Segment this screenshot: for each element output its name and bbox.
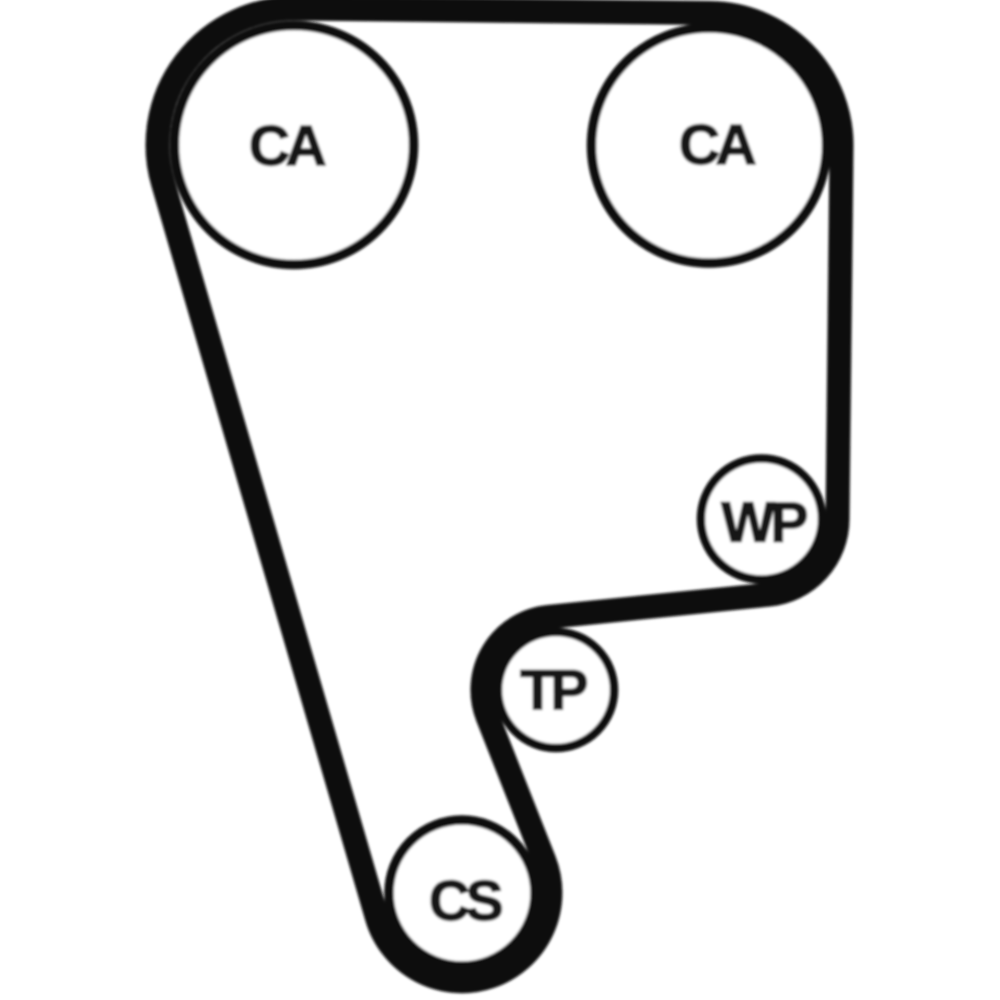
svg-text:CA: CA: [679, 113, 756, 177]
svg-text:WP: WP: [721, 491, 807, 555]
svg-text:CS: CS: [429, 869, 502, 933]
svg-text:TP: TP: [520, 658, 587, 722]
svg-text:CA: CA: [249, 114, 326, 178]
